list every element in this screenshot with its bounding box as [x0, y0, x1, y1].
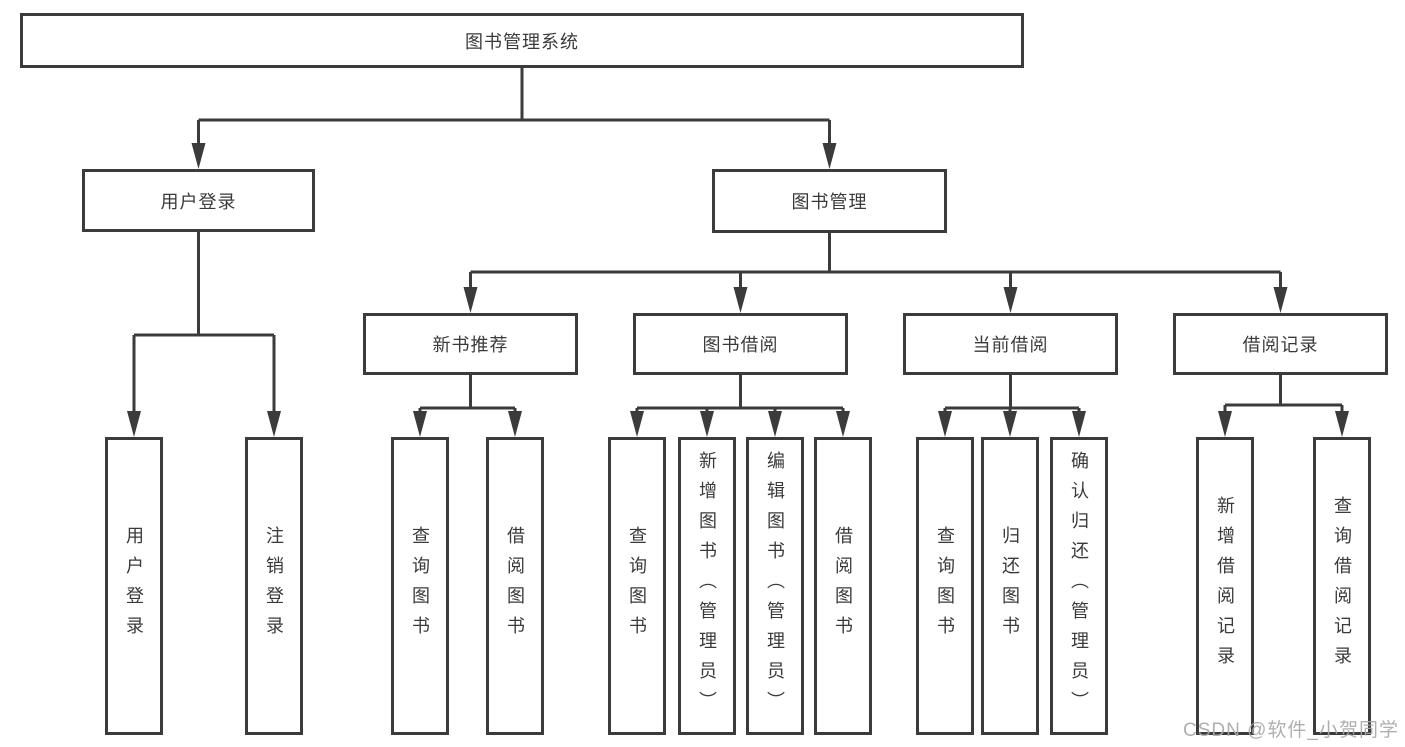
node-book-borrowing-label: 图书借阅 — [702, 335, 779, 355]
node-new-book-recommend-label: 新书推荐 — [432, 335, 509, 355]
leaf-edit-books-admin: 编辑图书（管理员） — [746, 437, 804, 735]
node-root-label: 图书管理系统 — [465, 31, 579, 52]
leaf-borrow-books-1: 借阅图书 — [486, 437, 544, 735]
leaf-logout: 注销登录 — [245, 437, 303, 735]
node-current-borrowing-label: 当前借阅 — [972, 335, 1049, 355]
node-book-borrowing: 图书借阅 — [633, 313, 848, 375]
leaf-add-books-admin-label: 新增图书（管理员） — [697, 451, 717, 721]
leaf-query-borrow-record: 查询借阅记录 — [1313, 437, 1371, 735]
leaf-query-borrow-record-label: 查询借阅记录 — [1332, 496, 1352, 676]
leaf-return-books-label: 归还图书 — [1000, 526, 1020, 646]
leaf-query-books-1: 查询图书 — [391, 437, 449, 735]
node-user-login: 用户登录 — [82, 169, 315, 232]
leaf-query-books-3-label: 查询图书 — [935, 526, 955, 646]
leaf-confirm-return-admin-label: 确认归还（管理员） — [1069, 451, 1089, 721]
leaf-edit-books-admin-label: 编辑图书（管理员） — [765, 451, 785, 721]
node-borrowing-records-label: 借阅记录 — [1242, 335, 1319, 355]
leaf-query-books-3: 查询图书 — [916, 437, 974, 735]
node-root: 图书管理系统 — [20, 13, 1024, 68]
leaf-user-login-label: 用户登录 — [124, 526, 144, 646]
leaf-query-books-2: 查询图书 — [608, 437, 666, 735]
leaf-add-borrow-record-label: 新增借阅记录 — [1215, 496, 1235, 676]
leaf-return-books: 归还图书 — [981, 437, 1039, 735]
leaf-user-login: 用户登录 — [105, 437, 163, 735]
node-book-management: 图书管理 — [712, 169, 947, 233]
leaf-confirm-return-admin: 确认归还（管理员） — [1050, 437, 1108, 735]
node-user-login-label: 用户登录 — [160, 191, 237, 212]
csdn-watermark: CSDN @软件_小贺同学 — [1183, 720, 1399, 741]
leaf-add-borrow-record: 新增借阅记录 — [1196, 437, 1254, 735]
arrowheads — [127, 143, 1349, 437]
leaf-logout-label: 注销登录 — [264, 526, 284, 646]
leaf-borrow-books-2-label: 借阅图书 — [833, 526, 853, 646]
node-new-book-recommend: 新书推荐 — [363, 313, 578, 375]
leaf-query-books-1-label: 查询图书 — [410, 526, 430, 646]
leaf-borrow-books-2: 借阅图书 — [814, 437, 872, 735]
leaf-query-books-2-label: 查询图书 — [627, 526, 647, 646]
node-book-management-label: 图书管理 — [791, 192, 868, 212]
node-current-borrowing: 当前借阅 — [903, 313, 1118, 375]
leaf-add-books-admin: 新增图书（管理员） — [678, 437, 736, 735]
node-borrowing-records: 借阅记录 — [1173, 313, 1388, 375]
leaf-borrow-books-1-label: 借阅图书 — [505, 526, 525, 646]
